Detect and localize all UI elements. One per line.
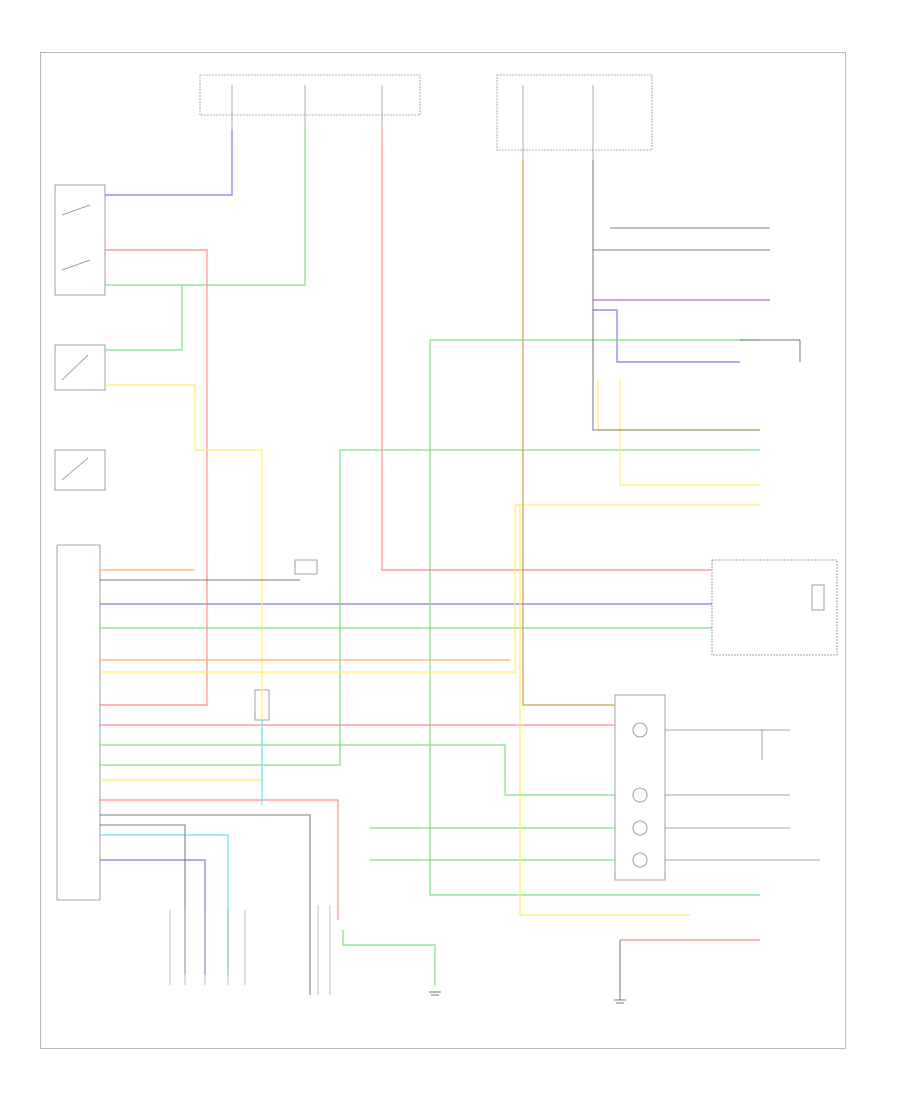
wire-orange: [100, 569, 510, 661]
wire-cyan: [100, 720, 263, 975]
clutch-switch: [54, 344, 106, 391]
wire-yellow: [100, 380, 760, 916]
wire-black: [100, 160, 801, 1000]
ground-symbols: [429, 991, 626, 1004]
stop-lamp-switch: [54, 184, 106, 296]
fuse-block-right: [496, 74, 653, 160]
fuse-block-left: [199, 74, 421, 130]
wire-brown: [522, 160, 615, 706]
neutral-switch: [54, 449, 106, 491]
combination-meter: [711, 559, 838, 656]
engine-control-module: [56, 544, 101, 901]
wire-red: [100, 130, 760, 941]
wire-green: [100, 130, 760, 985]
cruise-control-switch: [614, 694, 820, 881]
data-connector: [254, 559, 318, 721]
diagram-frame: [40, 52, 846, 1049]
wire-blue: [100, 130, 740, 975]
throttle-actuator-terminals: [169, 905, 331, 995]
